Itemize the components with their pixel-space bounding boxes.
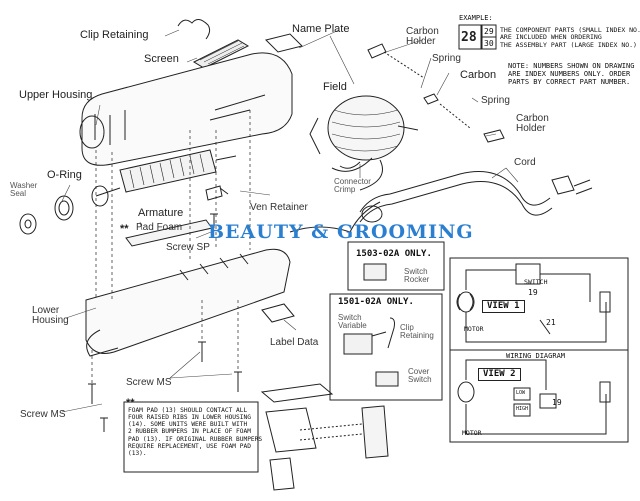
label-lower-housing: Lower Housing xyxy=(32,305,69,326)
wiring-view-2: VIEW 2 xyxy=(478,368,521,381)
wiring-high: HIGH xyxy=(516,406,529,412)
lower-housing-part xyxy=(85,248,291,354)
carbon-holder-part-1 xyxy=(367,43,387,59)
label-switch-rocker: Switch Rocker xyxy=(404,267,430,284)
model-1503-title: 1503-02A ONLY. xyxy=(356,249,432,259)
label-screen: Screen xyxy=(144,53,179,65)
wiring-motor-2: MOTOR xyxy=(462,429,482,437)
double-star-1: ** xyxy=(120,223,129,235)
bracket-part xyxy=(260,383,389,491)
label-screw-ms-1: Screw MS xyxy=(126,377,172,388)
label-cord: Cord xyxy=(514,157,536,168)
label-spring-2: Spring xyxy=(481,95,510,106)
example-text: THE COMPONENT PARTS (SMALL INDEX NO.'S) … xyxy=(500,26,640,49)
label-washer-seal: Washer Seal xyxy=(10,181,38,198)
wiring-index-21: 21 xyxy=(546,318,556,327)
o-ring-part xyxy=(54,195,74,221)
wiring-diagram-title: WIRING DIAGRAM xyxy=(506,352,566,360)
label-cover-switch: Cover Switch xyxy=(408,367,432,384)
field-part xyxy=(309,95,419,161)
name-plate-part xyxy=(265,33,303,53)
example-index-top: 29 xyxy=(484,27,494,36)
label-field: Field xyxy=(323,81,347,93)
example-title: EXAMPLE: xyxy=(459,14,493,22)
wiring-view-1: VIEW 1 xyxy=(482,300,525,313)
example-index-large: 28 xyxy=(461,30,477,45)
example-index-bottom: 30 xyxy=(484,39,494,48)
label-switch-variable: Switch Variable xyxy=(338,313,367,330)
label-name-plate: Name Plate xyxy=(292,23,350,35)
model-1501-title: 1501-02A ONLY. xyxy=(338,297,414,307)
upper-housing-part xyxy=(81,52,293,166)
label-label-data: Label Data xyxy=(270,337,319,348)
wiring-index-19b: 19 xyxy=(552,398,562,407)
double-star-2: ** xyxy=(126,397,135,409)
ven-retainer-part xyxy=(205,185,229,201)
wiring-low: LOW xyxy=(516,390,526,396)
screw-parts xyxy=(88,213,242,432)
wiring-motor-1: MOTOR xyxy=(464,325,484,333)
label-o-ring: O-Ring xyxy=(47,169,82,181)
washer-seal-part xyxy=(19,213,37,235)
label-spring-1: Spring xyxy=(432,53,461,64)
clip-retaining-part xyxy=(177,19,211,40)
foam-pad-note: FOAM PAD (13) SHOULD CONTACT ALL FOUR RA… xyxy=(128,407,263,457)
label-carbon: Carbon xyxy=(460,69,497,81)
label-screw-ms-2: Screw MS xyxy=(20,409,66,420)
pad-foam-part xyxy=(125,219,213,247)
label-carbon-holder-2: Carbon Holder xyxy=(516,113,549,134)
wiring-index-19a: 19 xyxy=(528,288,538,297)
wiring-switch-label: SWITCH xyxy=(524,278,548,286)
label-clip-retaining-2: Clip Retaining xyxy=(400,323,434,340)
label-data-part xyxy=(261,303,295,323)
label-pad-foam: Pad Foam xyxy=(136,222,183,233)
label-connector-crimp: Connector Crimp xyxy=(334,177,371,194)
carbon-holder-part-2 xyxy=(483,129,505,143)
note-text: NOTE: NUMBERS SHOWN ON DRAWING ARE INDEX… xyxy=(508,62,635,87)
label-clip-retaining: Clip Retaining xyxy=(80,29,149,41)
watermark-text: BEAUTY & GROOMING xyxy=(208,221,474,243)
label-ven-retainer: Ven Retainer xyxy=(250,202,308,213)
label-carbon-holder-1: Carbon Holder xyxy=(406,26,439,47)
cord-part xyxy=(359,171,593,223)
label-screw-sp: Screw SP xyxy=(166,242,210,253)
label-armature: Armature xyxy=(138,207,184,219)
label-upper-housing: Upper Housing xyxy=(19,89,93,101)
